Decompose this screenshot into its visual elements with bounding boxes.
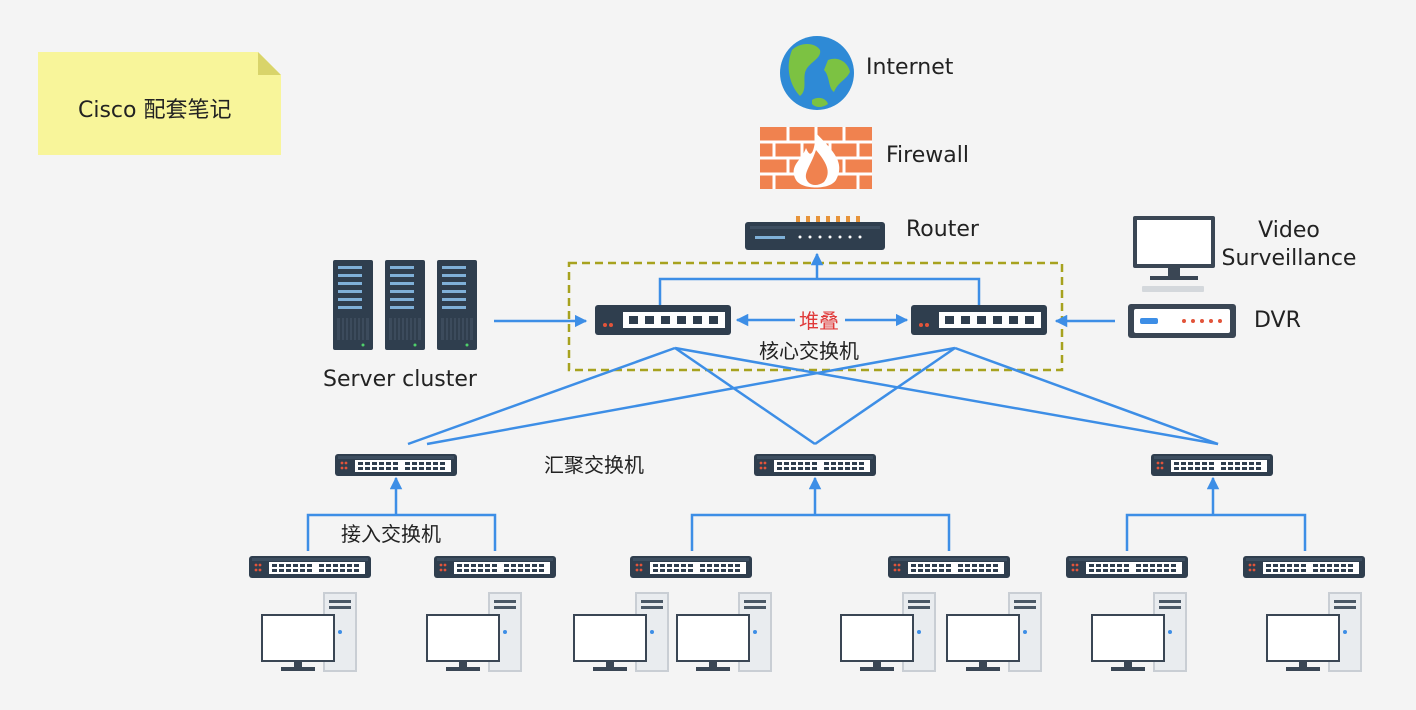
- note-text: Cisco 配套笔记: [78, 98, 232, 123]
- sticky-note: [38, 52, 281, 155]
- desktop-pc-icon: [573, 592, 669, 672]
- desktop-pc-icon: [1091, 592, 1187, 672]
- desktop-pc-icon: [261, 592, 357, 672]
- desktop-pc-icon: [426, 592, 522, 672]
- globe-icon: [780, 36, 854, 110]
- access-switch-3: [630, 556, 752, 578]
- core-switch-left: [595, 305, 731, 335]
- firewall-label: Firewall: [886, 143, 969, 168]
- core-switch-right: [911, 305, 1047, 335]
- access-switch-4: [888, 556, 1010, 578]
- access-switch-1: [249, 556, 371, 578]
- access-switch-5: [1066, 556, 1188, 578]
- aggregation-switch-label: 汇聚交换机: [544, 453, 644, 477]
- video-surveillance-label: Video Surveillance: [1220, 217, 1358, 273]
- dvr-icon: [1128, 304, 1236, 338]
- firewall-icon: [760, 127, 872, 189]
- desktop-pc-icon: [1266, 592, 1362, 672]
- core-switch-label: 核心交换机: [759, 339, 859, 363]
- dvr-label: DVR: [1254, 308, 1301, 333]
- server-cluster-label: Server cluster: [323, 367, 477, 392]
- internet-label: Internet: [866, 55, 954, 80]
- server-icon: [332, 259, 478, 351]
- access-switch-2: [434, 556, 556, 578]
- desktop-pc-icon: [840, 592, 936, 672]
- video-label-line2: Surveillance: [1221, 246, 1357, 271]
- connection-lines: [306, 252, 1307, 551]
- router-label: Router: [906, 217, 979, 242]
- access-switch-6: [1243, 556, 1365, 578]
- monitor-icon: [1133, 216, 1215, 292]
- router-icon: [745, 216, 885, 250]
- desktop-pc-icon: [676, 592, 772, 672]
- aggregation-switch-3: [1151, 454, 1273, 476]
- access-switch-label: 接入交换机: [341, 522, 441, 546]
- desktop-pc-icon: [946, 592, 1042, 672]
- video-label-line1: Video: [1258, 218, 1320, 243]
- aggregation-switch-2: [754, 454, 876, 476]
- sticky-note-label-box: Cisco 配套笔记: [38, 52, 281, 155]
- stack-label: 堆叠: [799, 309, 839, 333]
- aggregation-switch-1: [335, 454, 457, 476]
